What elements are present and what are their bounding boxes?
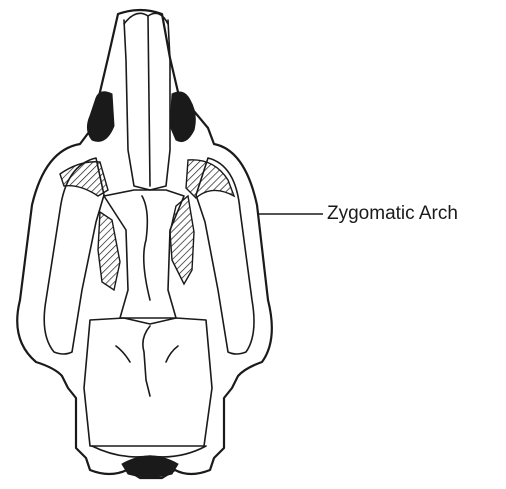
right-hatch-upper xyxy=(186,160,234,198)
right-hatch-lower xyxy=(170,196,194,284)
occipital xyxy=(92,446,206,457)
parietal-mark-right xyxy=(166,346,178,362)
nasal-bones xyxy=(124,20,170,190)
left-hatch-lower xyxy=(98,212,120,290)
nasal-suture xyxy=(148,16,150,186)
zygomatic-arch-label: Zygomatic Arch xyxy=(327,203,458,225)
frontal-suture xyxy=(142,196,150,300)
parietal-mark-left xyxy=(116,346,130,362)
parietal-bones xyxy=(84,318,212,446)
left-hatch-upper xyxy=(60,162,108,196)
left-foramen xyxy=(87,92,114,142)
occipital-condyles xyxy=(122,456,178,477)
sagittal-suture xyxy=(143,326,150,396)
right-foramen xyxy=(170,92,195,142)
incisor-tip xyxy=(124,13,168,24)
